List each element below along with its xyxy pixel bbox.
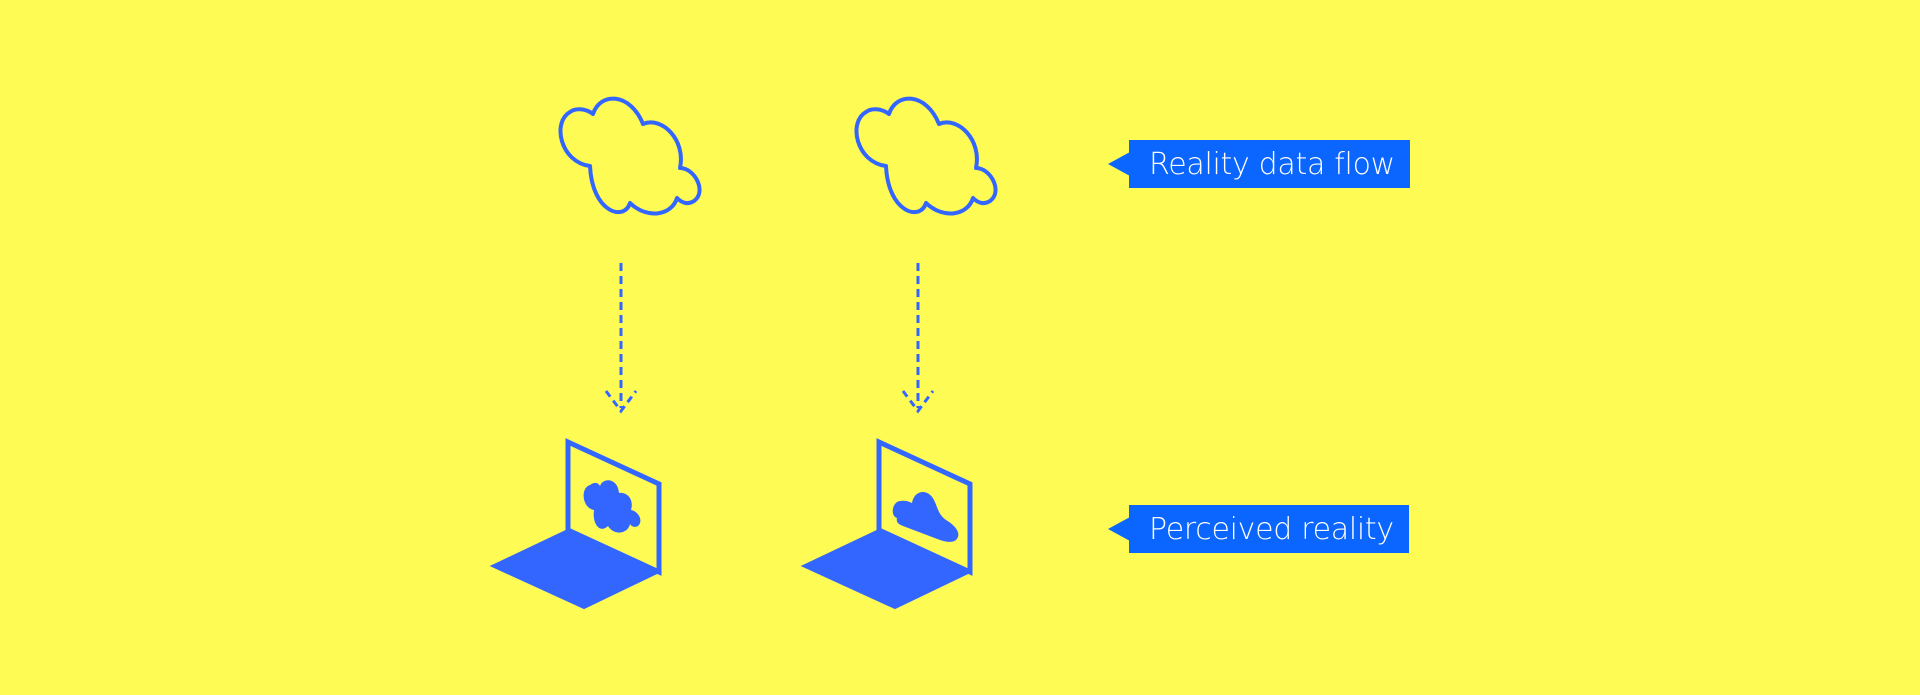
label-pointer-icon — [1108, 517, 1130, 541]
label-text: Reality data flow — [1129, 140, 1410, 188]
laptop-icon — [489, 438, 662, 610]
cloud-icon — [558, 96, 702, 216]
label-reality-data-flow: Reality data flow — [1108, 140, 1410, 188]
label-text: Perceived reality — [1129, 505, 1409, 553]
cloud-icon — [854, 96, 998, 216]
column-right — [800, 96, 998, 610]
column-left — [489, 96, 702, 610]
label-perceived-reality: Perceived reality — [1108, 505, 1409, 553]
screen-cloud-icon — [583, 480, 641, 533]
arrow-down-icon — [604, 263, 638, 414]
arrow-down-icon — [901, 263, 935, 414]
screen-blob-icon — [892, 492, 959, 542]
label-pointer-icon — [1108, 152, 1130, 176]
laptop-icon — [800, 438, 973, 610]
